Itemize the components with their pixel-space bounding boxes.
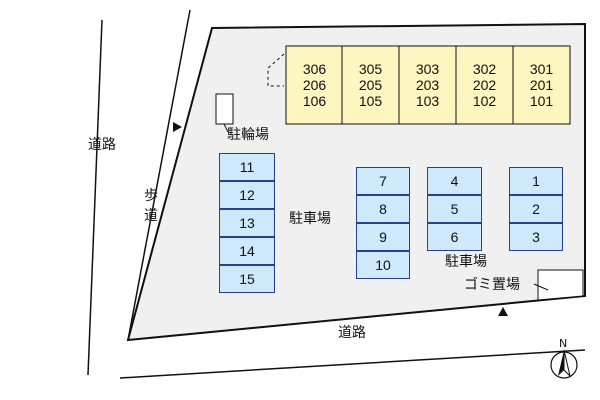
garbage-area-label: ゴミ置場 [464, 277, 520, 293]
road-left-edge-outer [87, 19, 103, 376]
compass-north-icon [550, 349, 578, 379]
building-outline [285, 45, 571, 125]
parking-space: 14 [219, 237, 275, 265]
road-left-edge-inner [127, 9, 191, 341]
bicycle-parking-box [215, 93, 234, 125]
stairs-outline [267, 53, 285, 87]
bicycle-parking-label: 駐輪場 [227, 127, 269, 143]
parking-space: 3 [509, 223, 563, 251]
parking-space: 12 [219, 181, 275, 209]
triangle-up-icon [498, 307, 508, 316]
sidewalk-label: 歩道 [144, 188, 158, 224]
triangle-right-icon [173, 122, 182, 132]
parking-space: 10 [356, 251, 410, 279]
parking-space: 7 [356, 167, 410, 195]
parking-label-center: 駐車場 [289, 211, 331, 227]
parking-space: 2 [509, 195, 563, 223]
parking-space: 5 [427, 195, 482, 223]
road-bottom-edge [119, 349, 586, 379]
parking-space: 1 [509, 167, 563, 195]
garbage-area-box [537, 269, 584, 301]
parking-space: 11 [219, 153, 275, 181]
parking-label-right: 駐車場 [445, 254, 487, 270]
parking-space: 4 [427, 167, 482, 195]
road-label-bottom: 道路 [338, 325, 366, 341]
parking-space: 6 [427, 223, 482, 251]
north-label: N [559, 337, 568, 350]
parking-space: 9 [356, 223, 410, 251]
parking-space: 15 [219, 265, 275, 293]
parking-space: 8 [356, 195, 410, 223]
parking-space: 13 [219, 209, 275, 237]
road-label-left: 道路 [88, 137, 116, 153]
